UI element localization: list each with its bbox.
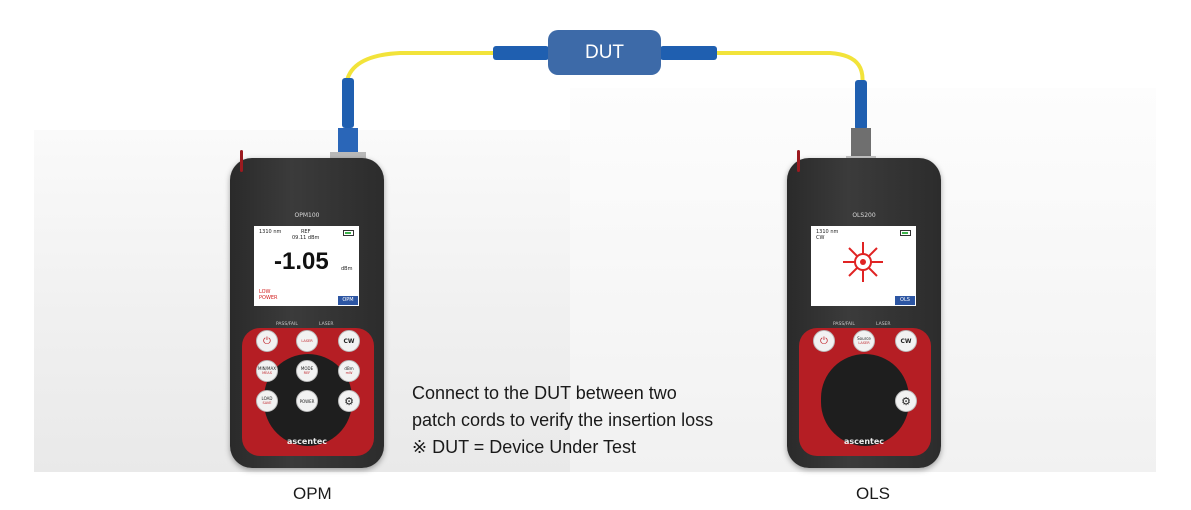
opm-indicator-laser: LASER xyxy=(319,322,334,327)
ols-cw-key-label: CW xyxy=(900,337,912,345)
ols-handle xyxy=(797,150,800,172)
opm-settings-key[interactable]: ⚙ xyxy=(338,390,360,412)
opm-power-btn-key[interactable]: POWER xyxy=(296,390,318,412)
ols-mode: CW xyxy=(816,235,825,241)
opm-model: OPM100 xyxy=(294,212,320,219)
opm-mode-sub: REF xyxy=(303,371,311,375)
opm-load-label: LOAD xyxy=(261,396,273,401)
opm-indicator-pass: PASS/FAIL xyxy=(276,322,298,327)
battery-icon xyxy=(343,230,354,236)
opm-handle xyxy=(240,150,243,172)
laser-burst-icon xyxy=(843,242,883,282)
ols-fiber-boot xyxy=(855,80,867,130)
battery-icon xyxy=(900,230,911,236)
opm-status: LOW POWER xyxy=(259,289,278,301)
gear-icon: ⚙ xyxy=(344,394,354,408)
ols-screen: 1310 nm CW OLS xyxy=(811,226,916,306)
opm-tag: OPM xyxy=(338,296,358,305)
power-icon: ⏻ xyxy=(263,335,271,347)
caption-line-2: patch cords to verify the insertion loss xyxy=(412,410,714,430)
opm-minmax-label: MIN/MAX xyxy=(258,366,276,371)
opm-sc-connector xyxy=(338,128,358,154)
opm-dbm-label: dBm xyxy=(344,366,354,371)
opm-laser-key-label: LASER xyxy=(301,338,313,343)
ols-indicator-laser: LASER xyxy=(876,322,891,327)
dut-box: DUT xyxy=(548,30,661,75)
ols-source-label: Source xyxy=(857,336,871,341)
dut-label: DUT xyxy=(584,41,625,63)
opm-screen: 1310 nm REF 09.11 dBm -1.05 dBm LOW POWE… xyxy=(254,226,359,306)
opm-ref: REF 09.11 dBm xyxy=(292,229,319,241)
opm-fiber-boot xyxy=(342,78,354,128)
dut-connector-right xyxy=(660,46,717,60)
ols-model: OLS200 xyxy=(852,212,876,219)
diagram-caption: Connect to the DUT between two patch cor… xyxy=(412,380,713,461)
ols-source-sub: LASER xyxy=(858,341,870,345)
ols-label: OLS xyxy=(856,484,891,503)
opm-wavelength: 1310 nm xyxy=(259,229,282,235)
ols-tag: OLS xyxy=(895,296,915,305)
fiber-cord-left xyxy=(344,51,495,101)
opm-cw-key[interactable]: CW xyxy=(338,330,360,352)
opm-brand: ascentec xyxy=(286,437,327,446)
fiber-cord-right xyxy=(716,51,865,93)
ols-indicator-pass: PASS/FAIL xyxy=(833,322,855,327)
power-icon: ⏻ xyxy=(820,335,828,347)
opm-load-sub: SAVE xyxy=(262,401,272,405)
opm-minmax-sub: MEAS xyxy=(262,371,272,375)
gear-icon: ⚙ xyxy=(901,394,911,408)
opm-label: OPM xyxy=(293,484,332,503)
ols-wavelength: 1310 nm xyxy=(816,229,839,235)
ols-status: 1310 nm CW xyxy=(816,229,838,241)
ols-sc-connector xyxy=(851,128,871,158)
opm-power-btn-label: POWER xyxy=(299,398,315,404)
dut-connector-left xyxy=(493,46,549,60)
ols-power-key[interactable]: ⏻ xyxy=(813,330,835,352)
ols-keypad-center xyxy=(821,354,909,446)
opm-ref-value: 09.11 dBm xyxy=(292,235,320,241)
opm-ref-label: REF xyxy=(300,229,311,235)
opm-dbm-sub: mW xyxy=(345,371,353,375)
ols-cw-key[interactable]: CW xyxy=(895,330,917,352)
opm-unit: dBm xyxy=(341,266,353,272)
opm-reading: -1.05 xyxy=(274,248,329,275)
opm-power-key[interactable]: ⏻ xyxy=(256,330,278,352)
ols-settings-key[interactable]: ⚙ xyxy=(895,390,917,412)
opm-laser-key[interactable]: LASER xyxy=(296,330,318,352)
opm-mode-label: MODE xyxy=(300,366,314,371)
caption-line-1: Connect to the DUT between two xyxy=(412,383,677,403)
ols-device: OLS200 1310 nm CW OLS PASS/FAIL LASER ⏻ … xyxy=(787,150,941,468)
caption-line-3: ※ DUT = Device Under Test xyxy=(412,437,636,457)
opm-cw-key-label: CW xyxy=(343,337,355,345)
opm-device: OPM100 1310 nm REF 09.11 dBm -1.05 dBm L… xyxy=(230,150,384,468)
ols-brand: ascentec xyxy=(843,437,884,446)
